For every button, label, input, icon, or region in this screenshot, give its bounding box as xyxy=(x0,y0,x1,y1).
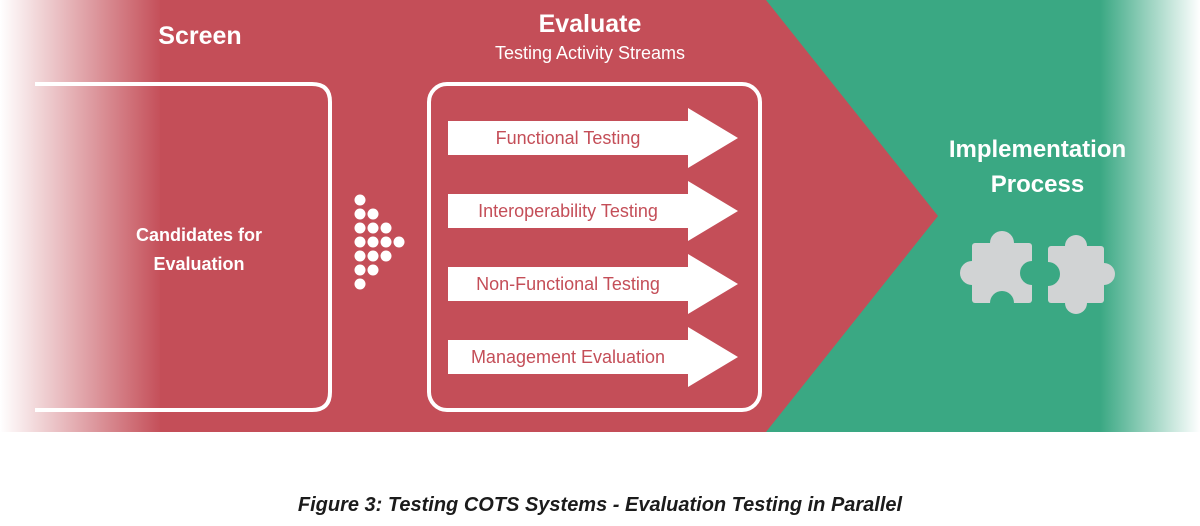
stream-arrow-nonfunctional xyxy=(448,254,738,314)
stream-arrow-functional xyxy=(448,108,738,168)
stream-label-interoperability: Interoperability Testing xyxy=(478,201,658,221)
puzzle-piece-icon xyxy=(1036,235,1115,314)
evaluate-subtitle: Testing Activity Streams xyxy=(494,43,686,63)
stream-label-functional: Functional Testing xyxy=(495,128,641,148)
stream-arrow-interoperability xyxy=(448,181,738,241)
implementation-label-line2: Process xyxy=(990,171,1085,198)
stream-arrow-management xyxy=(448,327,738,387)
candidates-label: Candidates for Evaluation xyxy=(100,221,298,279)
candidates-label-line2: Evaluation xyxy=(153,254,245,274)
puzzle-piece-icon xyxy=(960,231,1044,315)
screen-band-fade xyxy=(0,0,162,432)
candidates-box xyxy=(35,82,332,412)
stream-label-management: Management Evaluation xyxy=(470,347,666,367)
implementation-label-line1: Implementation xyxy=(948,136,1127,163)
candidates-label-line1: Candidates for xyxy=(135,225,263,245)
dot-arrow-icon xyxy=(354,194,405,290)
evaluate-title: Evaluate xyxy=(538,10,642,38)
stream-label-nonfunctional: Non-Functional Testing xyxy=(476,274,660,294)
testing-streams-box xyxy=(427,82,762,412)
screen-title: Screen xyxy=(158,22,242,50)
implementation-label: Implementation Process xyxy=(915,132,1160,202)
implementation-band-fade xyxy=(1100,0,1200,432)
figure-caption: Figure 3: Testing COTS Systems - Evaluat… xyxy=(297,494,903,516)
process-diagram xyxy=(0,0,1200,432)
